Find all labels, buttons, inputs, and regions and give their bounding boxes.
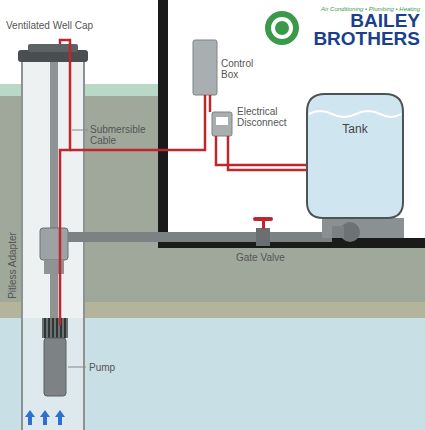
part-label: Pump xyxy=(89,362,129,373)
part-label: Ventilated Well Cap xyxy=(6,20,126,31)
tank-outline xyxy=(305,92,405,220)
tank-label: Tank xyxy=(305,122,405,136)
part-label: Submersible Cable xyxy=(90,124,152,146)
part-label: Pitless Adapter xyxy=(7,232,18,299)
logo-name: BAILEY BROTHERS xyxy=(300,12,420,48)
part-label: Gate Valve xyxy=(236,252,306,263)
tank: Tank xyxy=(305,92,405,220)
part-label: Electrical Disconnect xyxy=(237,106,299,128)
part-label: Control Box xyxy=(221,58,261,80)
